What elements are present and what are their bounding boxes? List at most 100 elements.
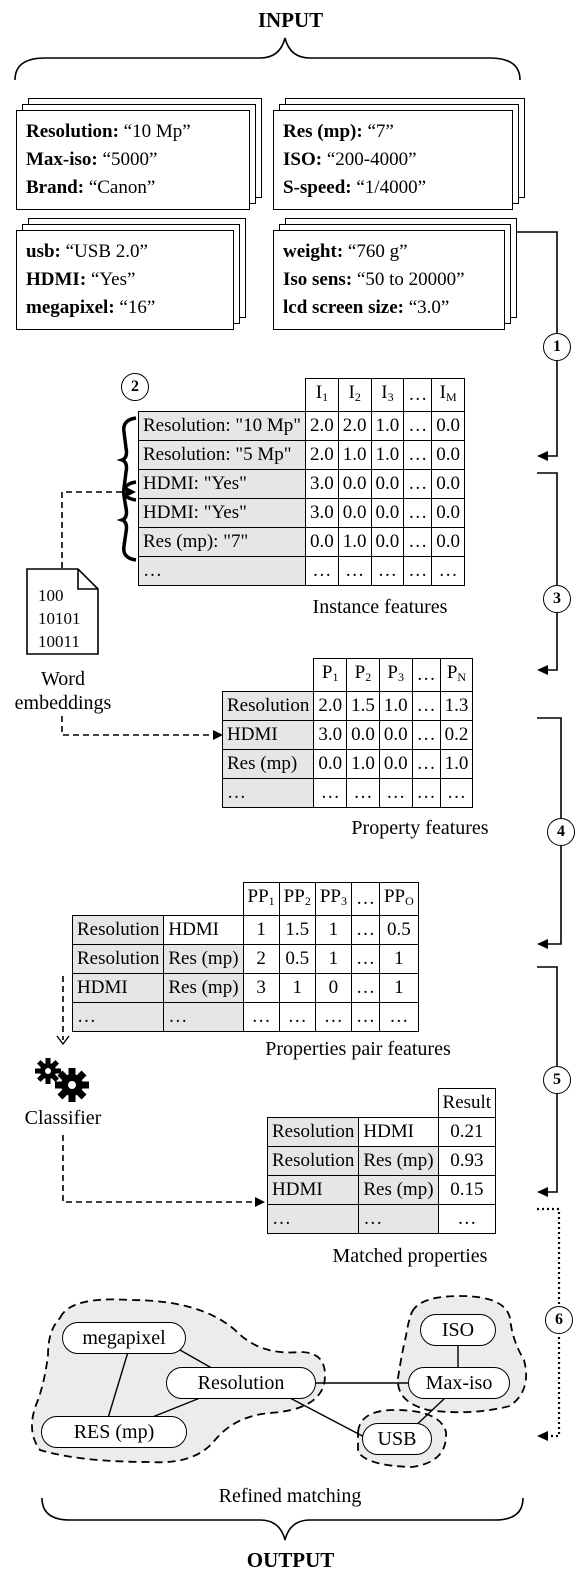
cell: 1.0 — [337, 527, 372, 557]
cell: 0.0 — [431, 498, 466, 528]
cell: 1.0 — [337, 440, 372, 470]
card-value: “3.0” — [404, 297, 450, 318]
cell: 2.0 — [313, 691, 348, 721]
word-embeddings-label: Word embeddings — [2, 667, 124, 715]
table-header-row: I1 I2 I3 … IM — [139, 378, 466, 412]
cell: 3.0 — [305, 469, 339, 499]
document-icon — [26, 568, 99, 655]
card-value: “Yes” — [86, 269, 136, 290]
instance-header: I1 — [305, 378, 339, 412]
cell: 0.0 — [431, 469, 466, 499]
pair-header: PP2 — [278, 882, 316, 916]
record-card-3: usb: “USB 2.0” HDMI: “Yes” megapixel: “1… — [16, 230, 234, 330]
record-card-4: weight: “760 g” Iso sens: “50 to 20000” … — [273, 230, 505, 330]
cell: 1.0 — [439, 749, 474, 779]
pair-b: … — [163, 1002, 244, 1032]
cell: 0.2 — [439, 720, 474, 750]
card-value: “USB 2.0” — [60, 241, 148, 262]
card-key: usb: — [26, 241, 61, 262]
cell: 3.0 — [313, 720, 348, 750]
word-embeddings-label-line: embeddings — [14, 692, 112, 714]
row-label: HDMI: "Yes" — [137, 498, 307, 528]
pair-a: Resolution — [71, 944, 165, 974]
row-label: … — [221, 778, 315, 808]
cell: 0.0 — [370, 469, 405, 499]
cell: 3.0 — [305, 498, 339, 528]
row-label: Resolution: "5 Mp" — [137, 440, 307, 470]
result-cell: 0.15 — [437, 1175, 497, 1205]
node-res-mp: RES (mp) — [41, 1416, 187, 1448]
card-value: “1/4000” — [351, 177, 427, 198]
instance-header: IM — [431, 378, 466, 412]
pair-a: … — [71, 1002, 165, 1032]
output-title: OUTPUT — [246, 1548, 335, 1572]
cell: … — [431, 556, 466, 586]
cell: 2 — [242, 944, 280, 974]
cell: 1 — [278, 973, 316, 1003]
cell: 1 — [378, 944, 419, 974]
card-key: megapixel: — [26, 297, 115, 318]
card-value: “16” — [114, 297, 156, 318]
instance-header: I2 — [337, 378, 372, 412]
property-header: PN — [439, 658, 474, 692]
card-value: “50 to 20000” — [352, 269, 465, 290]
cell: … — [403, 498, 433, 528]
cell: 0.0 — [337, 498, 372, 528]
refined-matching-caption: Refined matching — [218, 1485, 362, 1507]
pair-a: Resolution — [266, 1117, 360, 1147]
pair-b: Res (mp) — [163, 944, 244, 974]
cell: 0.5 — [278, 944, 316, 974]
pair-b: HDMI — [358, 1117, 439, 1147]
cell: … — [403, 556, 433, 586]
cell: 1.5 — [278, 915, 316, 945]
cell: 2.0 — [305, 440, 339, 470]
cell: … — [403, 440, 433, 470]
result-cell: 0.93 — [437, 1146, 497, 1176]
input-title: INPUT — [257, 8, 324, 32]
step-3-marker: 3 — [543, 585, 571, 613]
cell: 2.0 — [305, 411, 339, 441]
pair-header: PP3 — [314, 882, 352, 916]
instance-header: … — [403, 378, 433, 412]
pair-a: Resolution — [266, 1146, 360, 1176]
node-usb: USB — [362, 1423, 432, 1455]
cell: … — [313, 778, 348, 808]
property-header: P1 — [313, 658, 348, 692]
step-2-marker: 2 — [121, 373, 149, 401]
instance-features-caption: Instance features — [312, 596, 448, 618]
cell: 0.0 — [337, 469, 372, 499]
card-key: lcd screen size: — [283, 297, 404, 318]
table-row: ……… — [266, 1204, 497, 1234]
cell: 1 — [242, 915, 280, 945]
cell: … — [411, 778, 441, 808]
property-header: … — [411, 658, 441, 692]
row-label: Res (mp): "7" — [137, 527, 307, 557]
cell: … — [411, 749, 441, 779]
card-value: “5000” — [97, 149, 158, 170]
cell: 0.0 — [431, 411, 466, 441]
cell: … — [242, 1002, 280, 1032]
node-max-iso: Max-iso — [408, 1367, 510, 1399]
cell: … — [346, 778, 380, 808]
step-4-marker: 4 — [547, 818, 575, 846]
embedding-line: 10101 — [38, 609, 81, 628]
pair-a: … — [266, 1204, 360, 1234]
cell: 0.0 — [431, 440, 466, 470]
table-row: ……………… — [137, 556, 466, 586]
pair-b: HDMI — [163, 915, 244, 945]
cell: … — [370, 556, 405, 586]
cell: … — [305, 556, 339, 586]
cell: 2.0 — [337, 411, 372, 441]
gears-icon — [35, 1058, 89, 1102]
row-label: … — [137, 556, 307, 586]
card-value: “10 Mp” — [118, 121, 191, 142]
